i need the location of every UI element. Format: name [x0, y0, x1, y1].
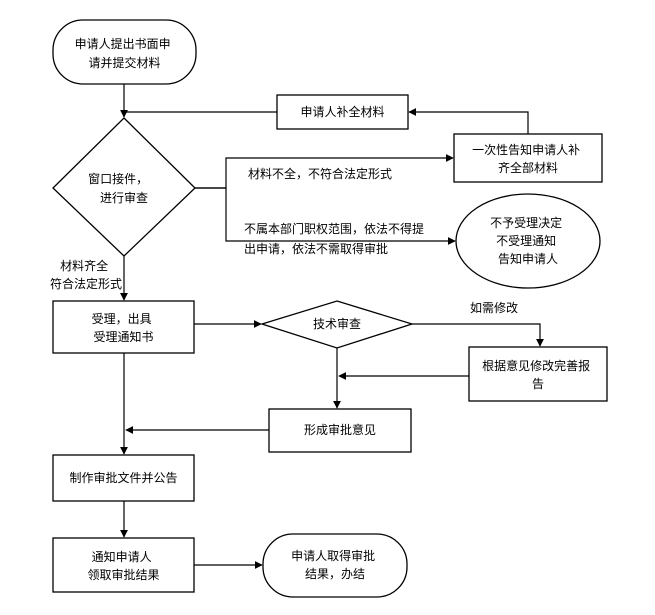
approval-document-label: 制作审批文件并公告: [69, 470, 177, 485]
accept-notice-node: [52, 300, 195, 354]
notify-result-node: [52, 537, 195, 593]
reject-decision-label: 不予受理决定 不受理通知 告知申请人: [490, 215, 566, 266]
edge-review-to-reject: [195, 187, 456, 245]
notify-supplement-label: 一次性告知申请人补 齐全部材料: [472, 143, 584, 175]
edge-tech-to-revise: [412, 323, 544, 347]
approval-document-node: [52, 454, 195, 502]
edge-label-incomplete: 材料不全，不符合法定形式: [248, 166, 392, 181]
edge-label-if-revision: 如需修改: [470, 300, 518, 315]
supplement-materials-label: 申请人补全材料: [300, 104, 384, 119]
notify-supplement-node: [453, 133, 603, 183]
reject-decision-node: [455, 193, 601, 289]
approval-opinion-label: 形成审批意见: [304, 422, 376, 437]
submit-application-node: [52, 19, 197, 85]
window-review-node: [52, 117, 196, 257]
notify-result-label: 通知申请人 领取审批结果: [87, 550, 159, 582]
result-received-label: 申请人取得审批 结果，办结: [291, 548, 379, 581]
submit-application-label: 申请人提出书面申 请并提交材料: [75, 36, 175, 70]
approval-opinion-node: [268, 408, 412, 453]
revise-report-node: [468, 346, 608, 402]
accept-notice-label: 受理，出具 受理通知书: [92, 312, 156, 344]
edge-label-not-in-scope: 不属本部门职权范围，依法不得提 出申请，依法不需取得审批: [244, 221, 428, 256]
edge-notify-to-supplement: [408, 108, 529, 134]
edge-label-complete: 材料齐全 符合法定形式: [50, 258, 122, 291]
window-review-label: 窗口接件， 进行审查: [88, 171, 152, 205]
revise-report-label: 根据意见修改完善报 告: [482, 358, 594, 391]
technical-review-label: 技术审查: [313, 316, 361, 331]
result-received-node: [262, 533, 408, 598]
